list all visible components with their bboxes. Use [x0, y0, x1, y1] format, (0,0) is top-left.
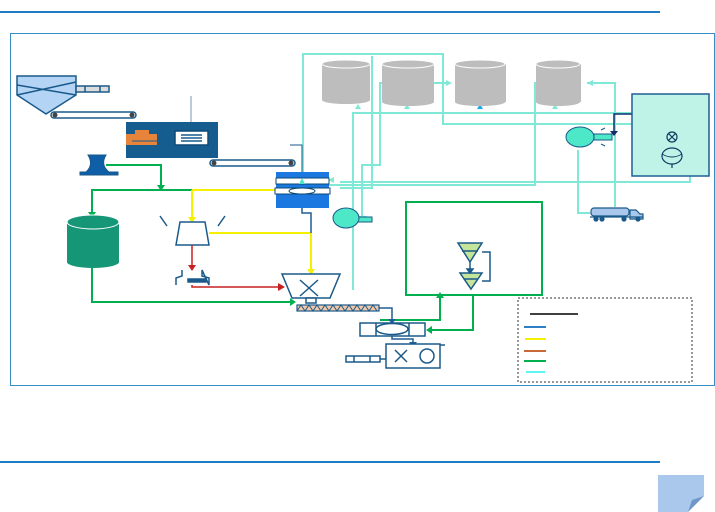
feed-hopper — [16, 75, 110, 115]
vibrating-screen — [274, 172, 331, 208]
crusher — [159, 215, 226, 246]
green-lines — [91, 164, 474, 331]
feed-pump — [79, 154, 119, 176]
green-storage-tank — [66, 214, 120, 268]
green-arrowheads — [88, 185, 444, 334]
water-treatment-panel — [631, 93, 710, 177]
teal-water-lines — [302, 53, 691, 290]
blue-arrowhead — [477, 104, 483, 109]
water-pump-2 — [565, 126, 613, 148]
storage-tank-1 — [321, 59, 371, 104]
flotation-section — [405, 201, 543, 296]
screw-conveyor — [296, 304, 380, 312]
control-arrowhead — [610, 131, 618, 136]
blue-arrowhead-1 — [388, 319, 396, 324]
control-unit — [126, 122, 218, 158]
belt-conveyor-1 — [50, 111, 137, 119]
storage-tank-4 — [535, 59, 581, 106]
signal-line-2 — [290, 144, 303, 172]
blue-line-dryer — [391, 336, 414, 343]
red-lines — [191, 245, 280, 288]
legend — [517, 297, 693, 383]
water-pump-1 — [332, 207, 373, 229]
blue-line-screen — [301, 208, 312, 233]
discharge-hopper — [175, 269, 210, 286]
yellow-arrowheads — [188, 217, 315, 275]
mixer — [280, 273, 342, 304]
packing-machine — [345, 343, 445, 369]
red-arrowheads — [188, 265, 285, 291]
note-icon[interactable] — [658, 475, 704, 512]
flotation-cells — [456, 242, 491, 291]
storage-tank-2 — [381, 59, 435, 106]
blue-line-screw — [379, 307, 393, 320]
storage-tank-3 — [454, 59, 506, 106]
control-link — [613, 113, 632, 133]
legend-box — [517, 297, 693, 383]
dryer — [359, 322, 426, 337]
belt-conveyor-2 — [209, 159, 296, 167]
tanker-truck — [590, 207, 644, 222]
